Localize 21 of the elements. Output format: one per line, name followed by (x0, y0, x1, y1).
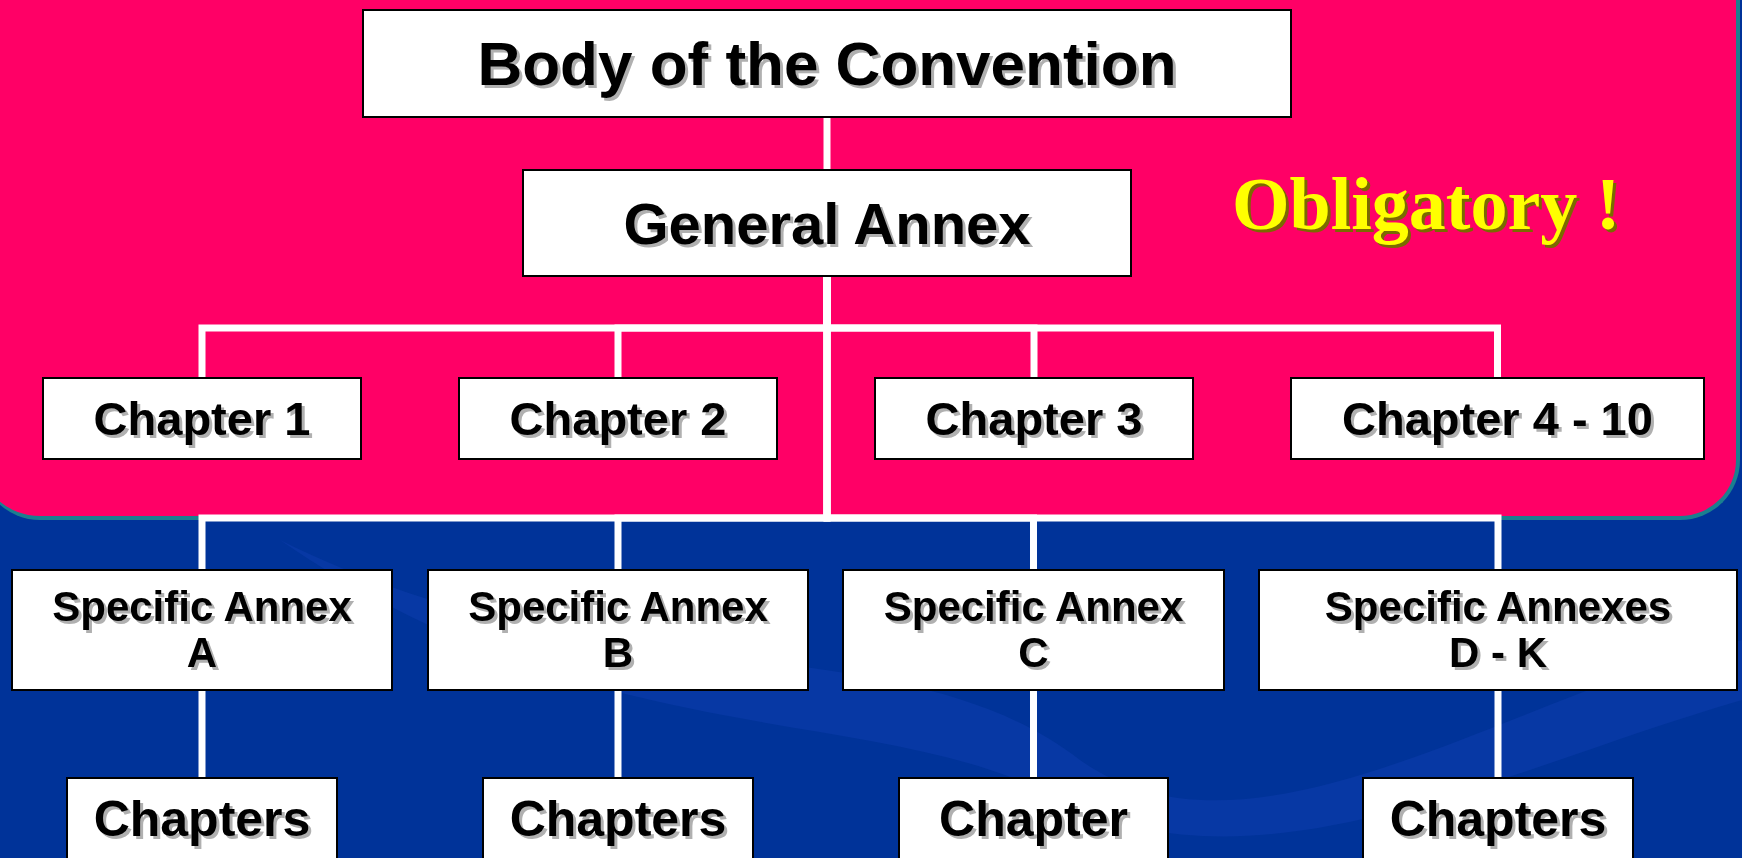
chart-box: Chapters (1362, 777, 1634, 858)
chart-box: Body of the Convention (362, 9, 1292, 118)
connector-line (1030, 691, 1037, 777)
chart-box: Chapter 1 (42, 377, 362, 460)
chart-box: Chapter 4 - 10 (1290, 377, 1705, 460)
chart-box: Chapter 2 (458, 377, 778, 460)
chart-box: Specific Annexes D - K (1258, 569, 1738, 691)
chart-box: Specific Annex B (427, 569, 809, 691)
connector-line (614, 691, 622, 777)
chart-box: Chapter 3 (874, 377, 1194, 460)
obligatory-panel (0, 0, 1740, 520)
connector-line (198, 691, 206, 777)
chart-box: Specific Annex C (842, 569, 1225, 691)
connector-line (1494, 691, 1502, 777)
obligatory-note: Obligatory ! (1232, 166, 1622, 244)
chart-box: General Annex (522, 169, 1132, 277)
chart-box: Specific Annex A (11, 569, 393, 691)
chart-box: Chapter (898, 777, 1169, 858)
chart-box: Chapters (66, 777, 338, 858)
connector-line (823, 118, 831, 169)
chart-box: Chapters (482, 777, 754, 858)
